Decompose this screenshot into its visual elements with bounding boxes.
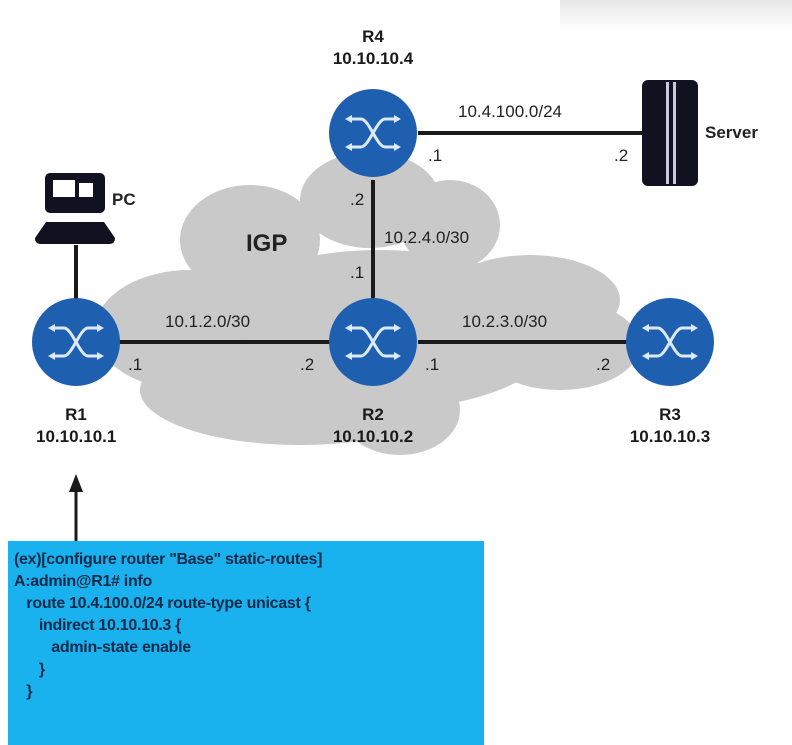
config-output-box: (ex)[configure router "Base" static-rout… [8, 541, 484, 745]
igp-cloud [95, 152, 640, 455]
config-line: } [14, 661, 45, 678]
iface-r4-server-a: .1 [428, 146, 443, 165]
router-ip: 10.10.10.3 [629, 427, 711, 446]
iface-r2-r3-b: .2 [596, 355, 611, 374]
router-icon-r4[interactable] [327, 87, 419, 179]
subnet-r1-r2: 10.1.2.0/30 [165, 312, 251, 331]
router-r3-label: R3 10.10.10.3 [615, 404, 725, 448]
router-icon-r3[interactable] [624, 296, 716, 388]
iface-r2-r4-a: .1 [350, 263, 365, 282]
igp-label: IGP [246, 230, 288, 257]
subnet-r2-r4: 10.2.4.0/30 [384, 228, 470, 247]
subnet-r4-server: 10.4.100.0/24 [458, 102, 562, 121]
pc-label: PC [112, 190, 136, 209]
router-name: R4 [362, 27, 384, 46]
config-line: } [14, 683, 33, 700]
router-ip: 10.10.10.2 [332, 427, 414, 446]
config-arrow [69, 474, 83, 541]
server-icon[interactable] [642, 80, 698, 186]
iface-r1-r2-b: .2 [300, 355, 315, 374]
router-r2-label: R2 10.10.10.2 [318, 404, 428, 448]
iface-r2-r4-b: .2 [350, 190, 365, 209]
router-icon-r1[interactable] [30, 296, 122, 388]
config-line: A:admin@R1# info [14, 573, 152, 590]
config-line: admin-state enable [14, 639, 191, 656]
config-line: (ex)[configure router "Base" static-rout… [14, 551, 323, 568]
background-shade [560, 0, 792, 30]
router-ip: 10.10.10.1 [36, 427, 117, 446]
router-name: R1 [65, 405, 87, 424]
router-ip: 10.10.10.4 [332, 49, 414, 68]
router-name: R2 [362, 405, 384, 424]
iface-r4-server-b: .2 [614, 146, 629, 165]
server-label: Server [705, 123, 758, 142]
iface-r1-r2-a: .1 [128, 355, 143, 374]
iface-r2-r3-a: .1 [425, 355, 440, 374]
config-line: route 10.4.100.0/24 route-type unicast { [14, 595, 311, 612]
router-r4-label: R4 10.10.10.4 [318, 26, 428, 70]
config-line: indirect 10.10.10.3 { [14, 617, 182, 634]
router-r1-label: R1 10.10.10.1 [36, 404, 116, 448]
router-name: R3 [659, 405, 681, 424]
subnet-r2-r3: 10.2.3.0/30 [462, 312, 548, 331]
pc-icon[interactable] [35, 173, 115, 244]
router-icon-r2[interactable] [327, 296, 419, 388]
